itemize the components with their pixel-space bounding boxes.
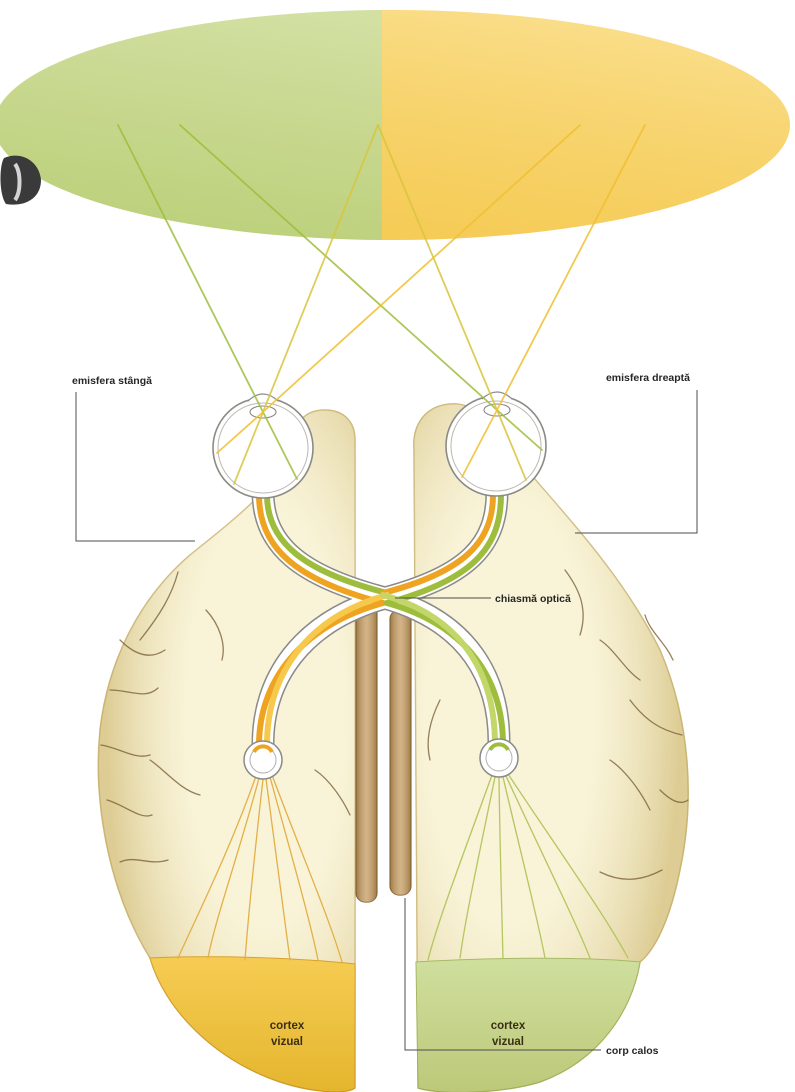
left-geniculate-nucleus <box>244 741 282 779</box>
left-hemisphere <box>98 410 355 1092</box>
left-visual-cortex-label-line1: cortex <box>270 1020 305 1032</box>
right-eye-cornea <box>482 392 512 399</box>
brain <box>98 404 688 1092</box>
left-hemisphere-leader <box>76 392 195 541</box>
corpus-callosum-left-strip-shading <box>356 600 377 902</box>
corpus-callosum <box>356 600 411 902</box>
left-visual-cortex-label-line2: vizual <box>271 1036 303 1048</box>
right-visual-cortex-label-line1: cortex <box>491 1020 526 1032</box>
right-hemisphere <box>414 404 688 1092</box>
left-visual-cortex-shading <box>150 957 355 1092</box>
right-geniculate-nucleus <box>480 739 518 777</box>
left-hemisphere-label: emisfera stângă <box>72 375 152 387</box>
right-visual-cortex-label-line2: vizual <box>492 1036 524 1048</box>
corpus-callosum-label: corp calos <box>606 1045 659 1057</box>
right-visual-cortex-shading <box>416 958 640 1092</box>
right-hemisphere-leader <box>575 390 697 533</box>
left-eye-cornea <box>248 394 278 401</box>
corpus-callosum-right-strip-shading <box>390 610 411 895</box>
optic-chiasm-label: chiasmă optică <box>495 593 571 605</box>
right-hemisphere-label: emisfera dreaptă <box>606 372 690 384</box>
